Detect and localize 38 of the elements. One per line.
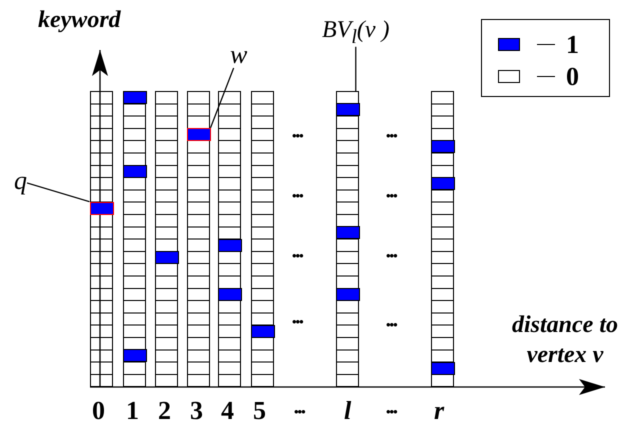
tick-label: 5 <box>253 398 266 424</box>
legend-label: 1 <box>566 32 579 58</box>
bit-vector-column <box>431 91 454 387</box>
tick-label: 2 <box>158 398 171 424</box>
bit-vector-column <box>155 91 178 387</box>
bit-vector-column <box>336 91 359 387</box>
bit-vector-column <box>187 91 210 387</box>
callout-label: w <box>230 42 248 68</box>
ellipsis: ••• <box>292 315 303 328</box>
axis-label: keyword <box>38 8 121 32</box>
tick-label: 4 <box>221 398 234 424</box>
tick-label: 1 <box>126 398 139 424</box>
bit-vector-column <box>218 91 241 387</box>
leader-line <box>26 182 90 202</box>
callout-label: q <box>14 168 27 194</box>
ellipsis: ••• <box>386 318 397 331</box>
axis-label: distance to vertex v <box>511 311 619 370</box>
ellipsis: ••• <box>292 249 303 262</box>
tick-label: l <box>344 398 352 424</box>
vector-label: BV$_{l}$(v ) <box>322 18 390 47</box>
ellipsis: ••• <box>386 129 397 142</box>
bit-vector-column <box>90 91 113 387</box>
ellipsis: ••• <box>294 405 305 418</box>
leader-line <box>210 68 234 128</box>
tick-label: 3 <box>190 398 203 424</box>
highlighted-bit-cell <box>186 128 210 141</box>
leader-line <box>355 46 356 91</box>
tick-label: r <box>434 398 444 424</box>
ellipsis: ••• <box>292 129 303 142</box>
bit-vector-column <box>251 91 274 387</box>
ellipsis: ••• <box>386 405 397 418</box>
legend-label: 0 <box>566 64 579 90</box>
ellipsis: ••• <box>386 249 397 262</box>
ellipsis: ••• <box>292 189 303 202</box>
ellipsis: ••• <box>386 189 397 202</box>
highlighted-bit-cell <box>90 202 114 215</box>
bit-vector-column <box>123 91 146 387</box>
tick-label: 0 <box>92 398 105 424</box>
